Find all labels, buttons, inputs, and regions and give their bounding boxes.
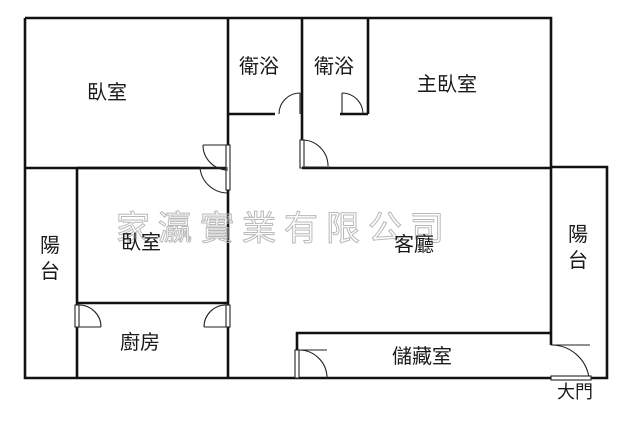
label-bath-2: 衛浴 <box>314 54 354 78</box>
main-door-label: 大門 <box>557 382 593 403</box>
label-master-bedroom: 主臥室 <box>417 72 477 96</box>
door-bedroom-top <box>199 144 231 194</box>
door-storage <box>294 349 328 379</box>
exterior-walls <box>23 16 609 380</box>
door-kitchen-living <box>203 304 231 328</box>
watermark-text: 家瀛實業有限公司 <box>116 209 452 249</box>
label-kitchen: 廚房 <box>120 330 160 354</box>
room-labels: 臥室 衛浴 衛浴 主臥室 臥室 客廳 廚房 儲藏室 陽台 陽台 <box>40 54 588 368</box>
doors <box>74 92 592 381</box>
label-balcony-left: 陽台 <box>40 233 60 283</box>
label-storage: 儲藏室 <box>392 344 452 368</box>
label-balcony-right: 陽台 <box>568 222 588 272</box>
label-bath-1: 衛浴 <box>239 54 279 78</box>
door-bath-2 <box>341 92 364 115</box>
door-main-entrance <box>550 344 592 381</box>
label-living-room: 客廳 <box>394 232 434 256</box>
door-bath-1 <box>278 92 301 115</box>
label-bedroom-top-left: 臥室 <box>87 80 127 104</box>
door-kitchen-balcony <box>74 304 102 328</box>
label-bedroom-middle: 臥室 <box>121 230 161 254</box>
door-master-bedroom <box>299 139 330 169</box>
